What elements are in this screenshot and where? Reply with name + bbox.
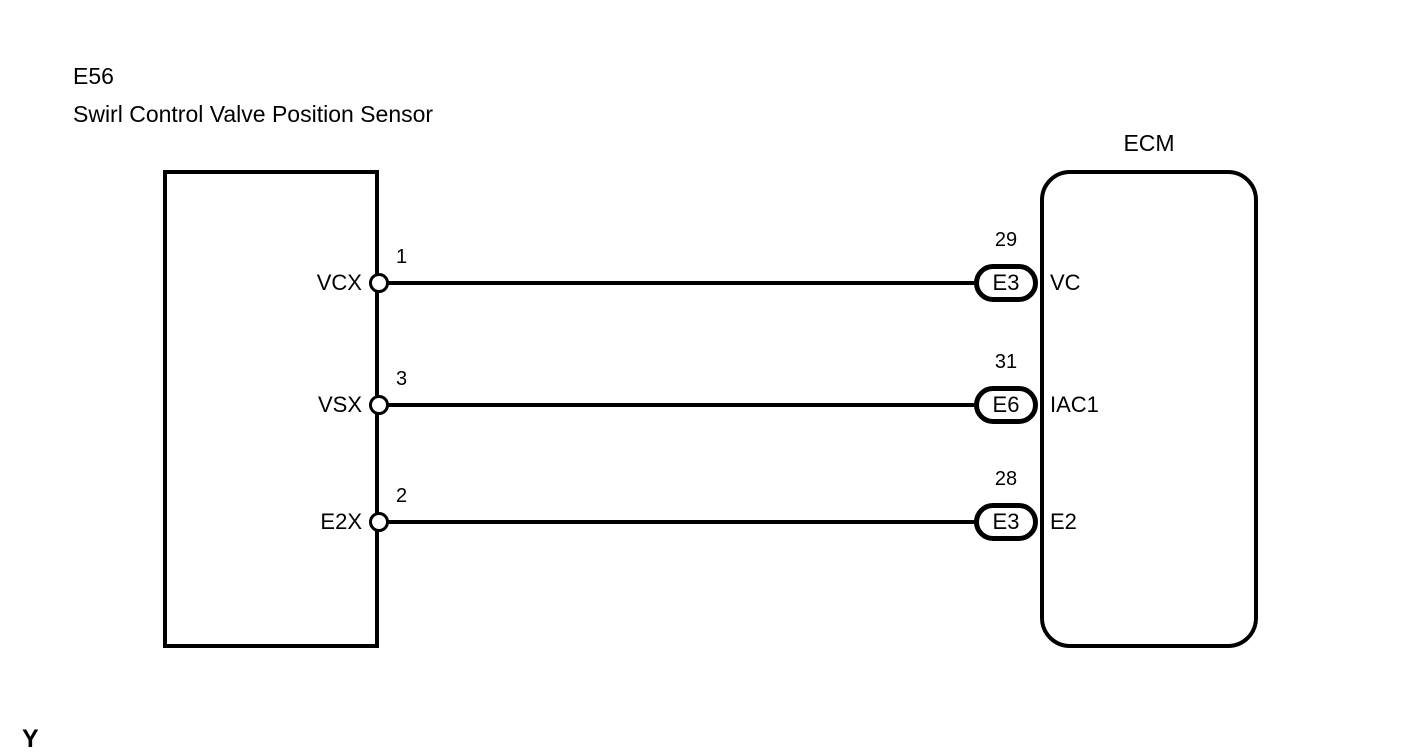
- pin-terminal-circle: [369, 273, 389, 293]
- ecm-pin-number: 28: [994, 468, 1018, 490]
- ecm-box: [1040, 170, 1258, 648]
- ecm-pin-number: 31: [994, 351, 1018, 373]
- pin-terminal-circle: [369, 512, 389, 532]
- pin-number: 2: [396, 485, 408, 507]
- connector-oval: E6: [974, 386, 1038, 424]
- pin-number: 3: [396, 368, 408, 390]
- diagram-title-name: Swirl Control Valve Position Sensor: [73, 101, 434, 127]
- pin-terminal-circle: [369, 395, 389, 415]
- ecm-terminal-label: E2: [1050, 509, 1077, 534]
- terminal-label: E2X: [320, 509, 362, 534]
- pin-number: 1: [396, 246, 408, 268]
- connector-oval: E3: [974, 503, 1038, 541]
- terminal-label: VSX: [317, 392, 362, 417]
- wire-line: [378, 520, 977, 524]
- ecm-pin-number: 29: [994, 229, 1018, 251]
- terminal-label: VCX: [316, 270, 362, 295]
- diagram-title-code: E56: [73, 63, 114, 89]
- ecm-terminal-label: VC: [1050, 270, 1081, 295]
- ecm-label: ECM: [1123, 130, 1175, 156]
- ecm-terminal-label: IAC1: [1050, 392, 1099, 417]
- connector-oval: E3: [974, 264, 1038, 302]
- wire-line: [378, 281, 977, 285]
- diagram-title: E56 Swirl Control Valve Position Sensor: [73, 57, 433, 133]
- sensor-box: [163, 170, 379, 648]
- wire-line: [378, 403, 977, 407]
- footer-partial-letter: Y: [22, 725, 39, 753]
